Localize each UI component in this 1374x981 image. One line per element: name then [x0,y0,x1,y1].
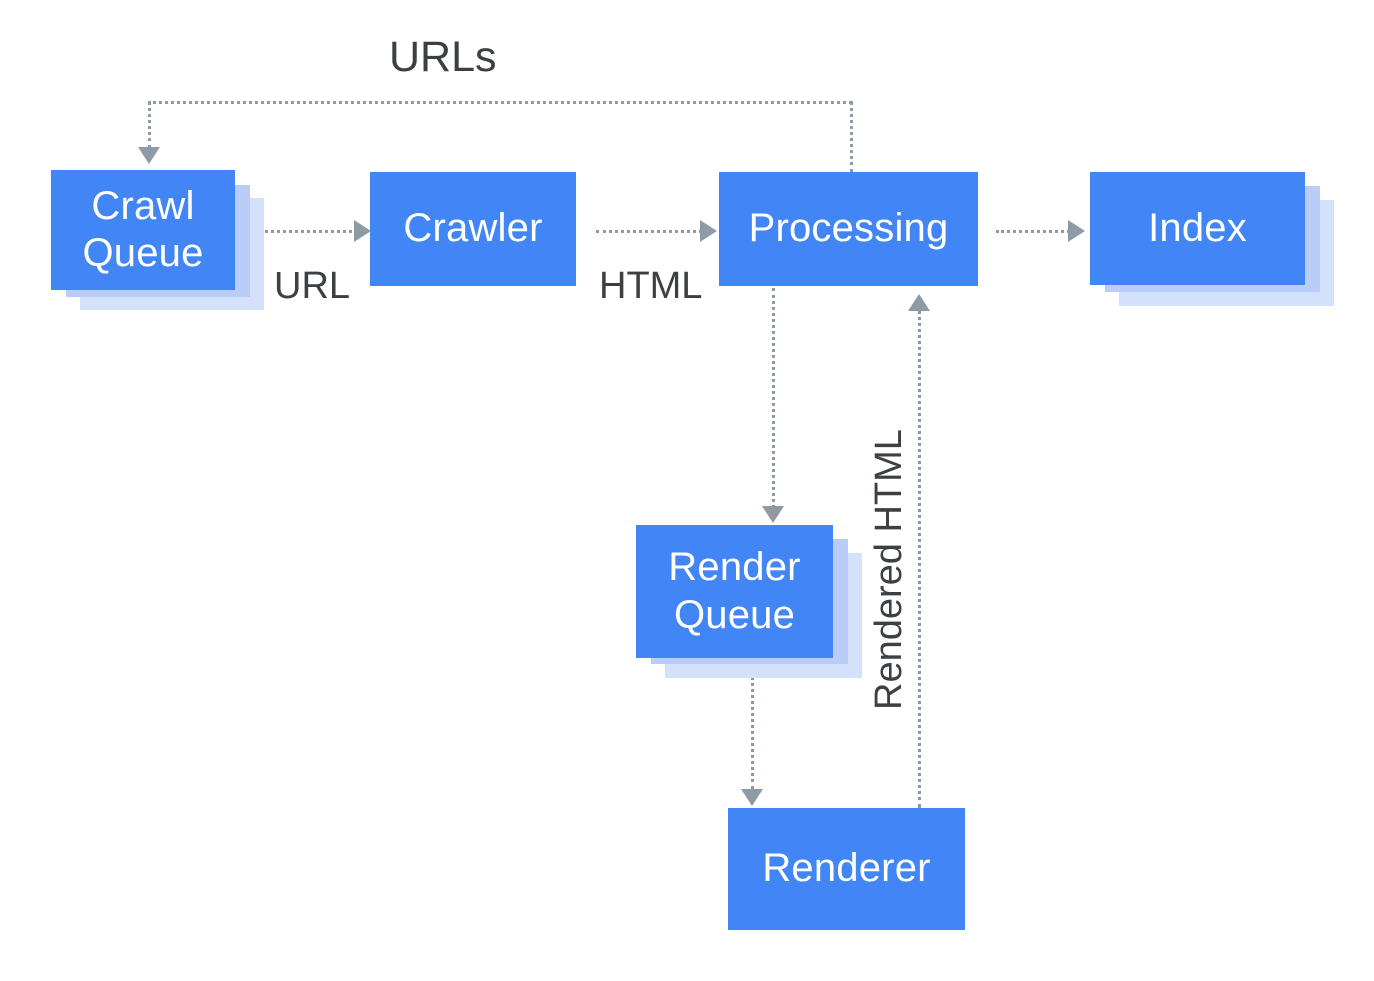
edge-label-html: HTML [599,265,703,307]
node-processing[interactable]: Processing [719,172,978,286]
arrowhead-into-crawl-queue [138,147,160,164]
edge-crawl-queue-to-crawler [254,230,358,233]
arrowhead-into-index [1068,220,1085,242]
arrowhead-into-processing-left [700,220,717,242]
edge-processing-to-render-queue [772,288,775,508]
edge-render-queue-to-renderer [751,676,754,790]
node-crawler[interactable]: Crawler [370,172,576,286]
edge-crawler-to-processing [596,230,702,233]
edge-processing-to-crawl-queue-riser [850,101,853,173]
node-crawl-queue[interactable]: Crawl Queue [51,170,235,290]
edge-processing-to-crawl-queue-top [148,101,852,104]
edge-renderer-to-processing [918,310,921,808]
arrowhead-into-render-queue [762,506,784,523]
edge-label-rendered-html: Rendered HTML [868,429,910,710]
edge-label-url: URL [274,265,351,307]
node-index[interactable]: Index [1090,172,1305,285]
node-render-queue[interactable]: Render Queue [636,525,833,658]
edge-processing-to-index [996,230,1070,233]
node-renderer[interactable]: Renderer [728,808,965,930]
edge-label-urls: URLs [389,33,497,81]
arrowhead-into-processing-bottom [908,294,930,311]
arrowhead-into-renderer [741,789,763,806]
edge-processing-to-crawl-queue-drop [148,101,151,149]
arrowhead-into-crawler [354,220,371,242]
